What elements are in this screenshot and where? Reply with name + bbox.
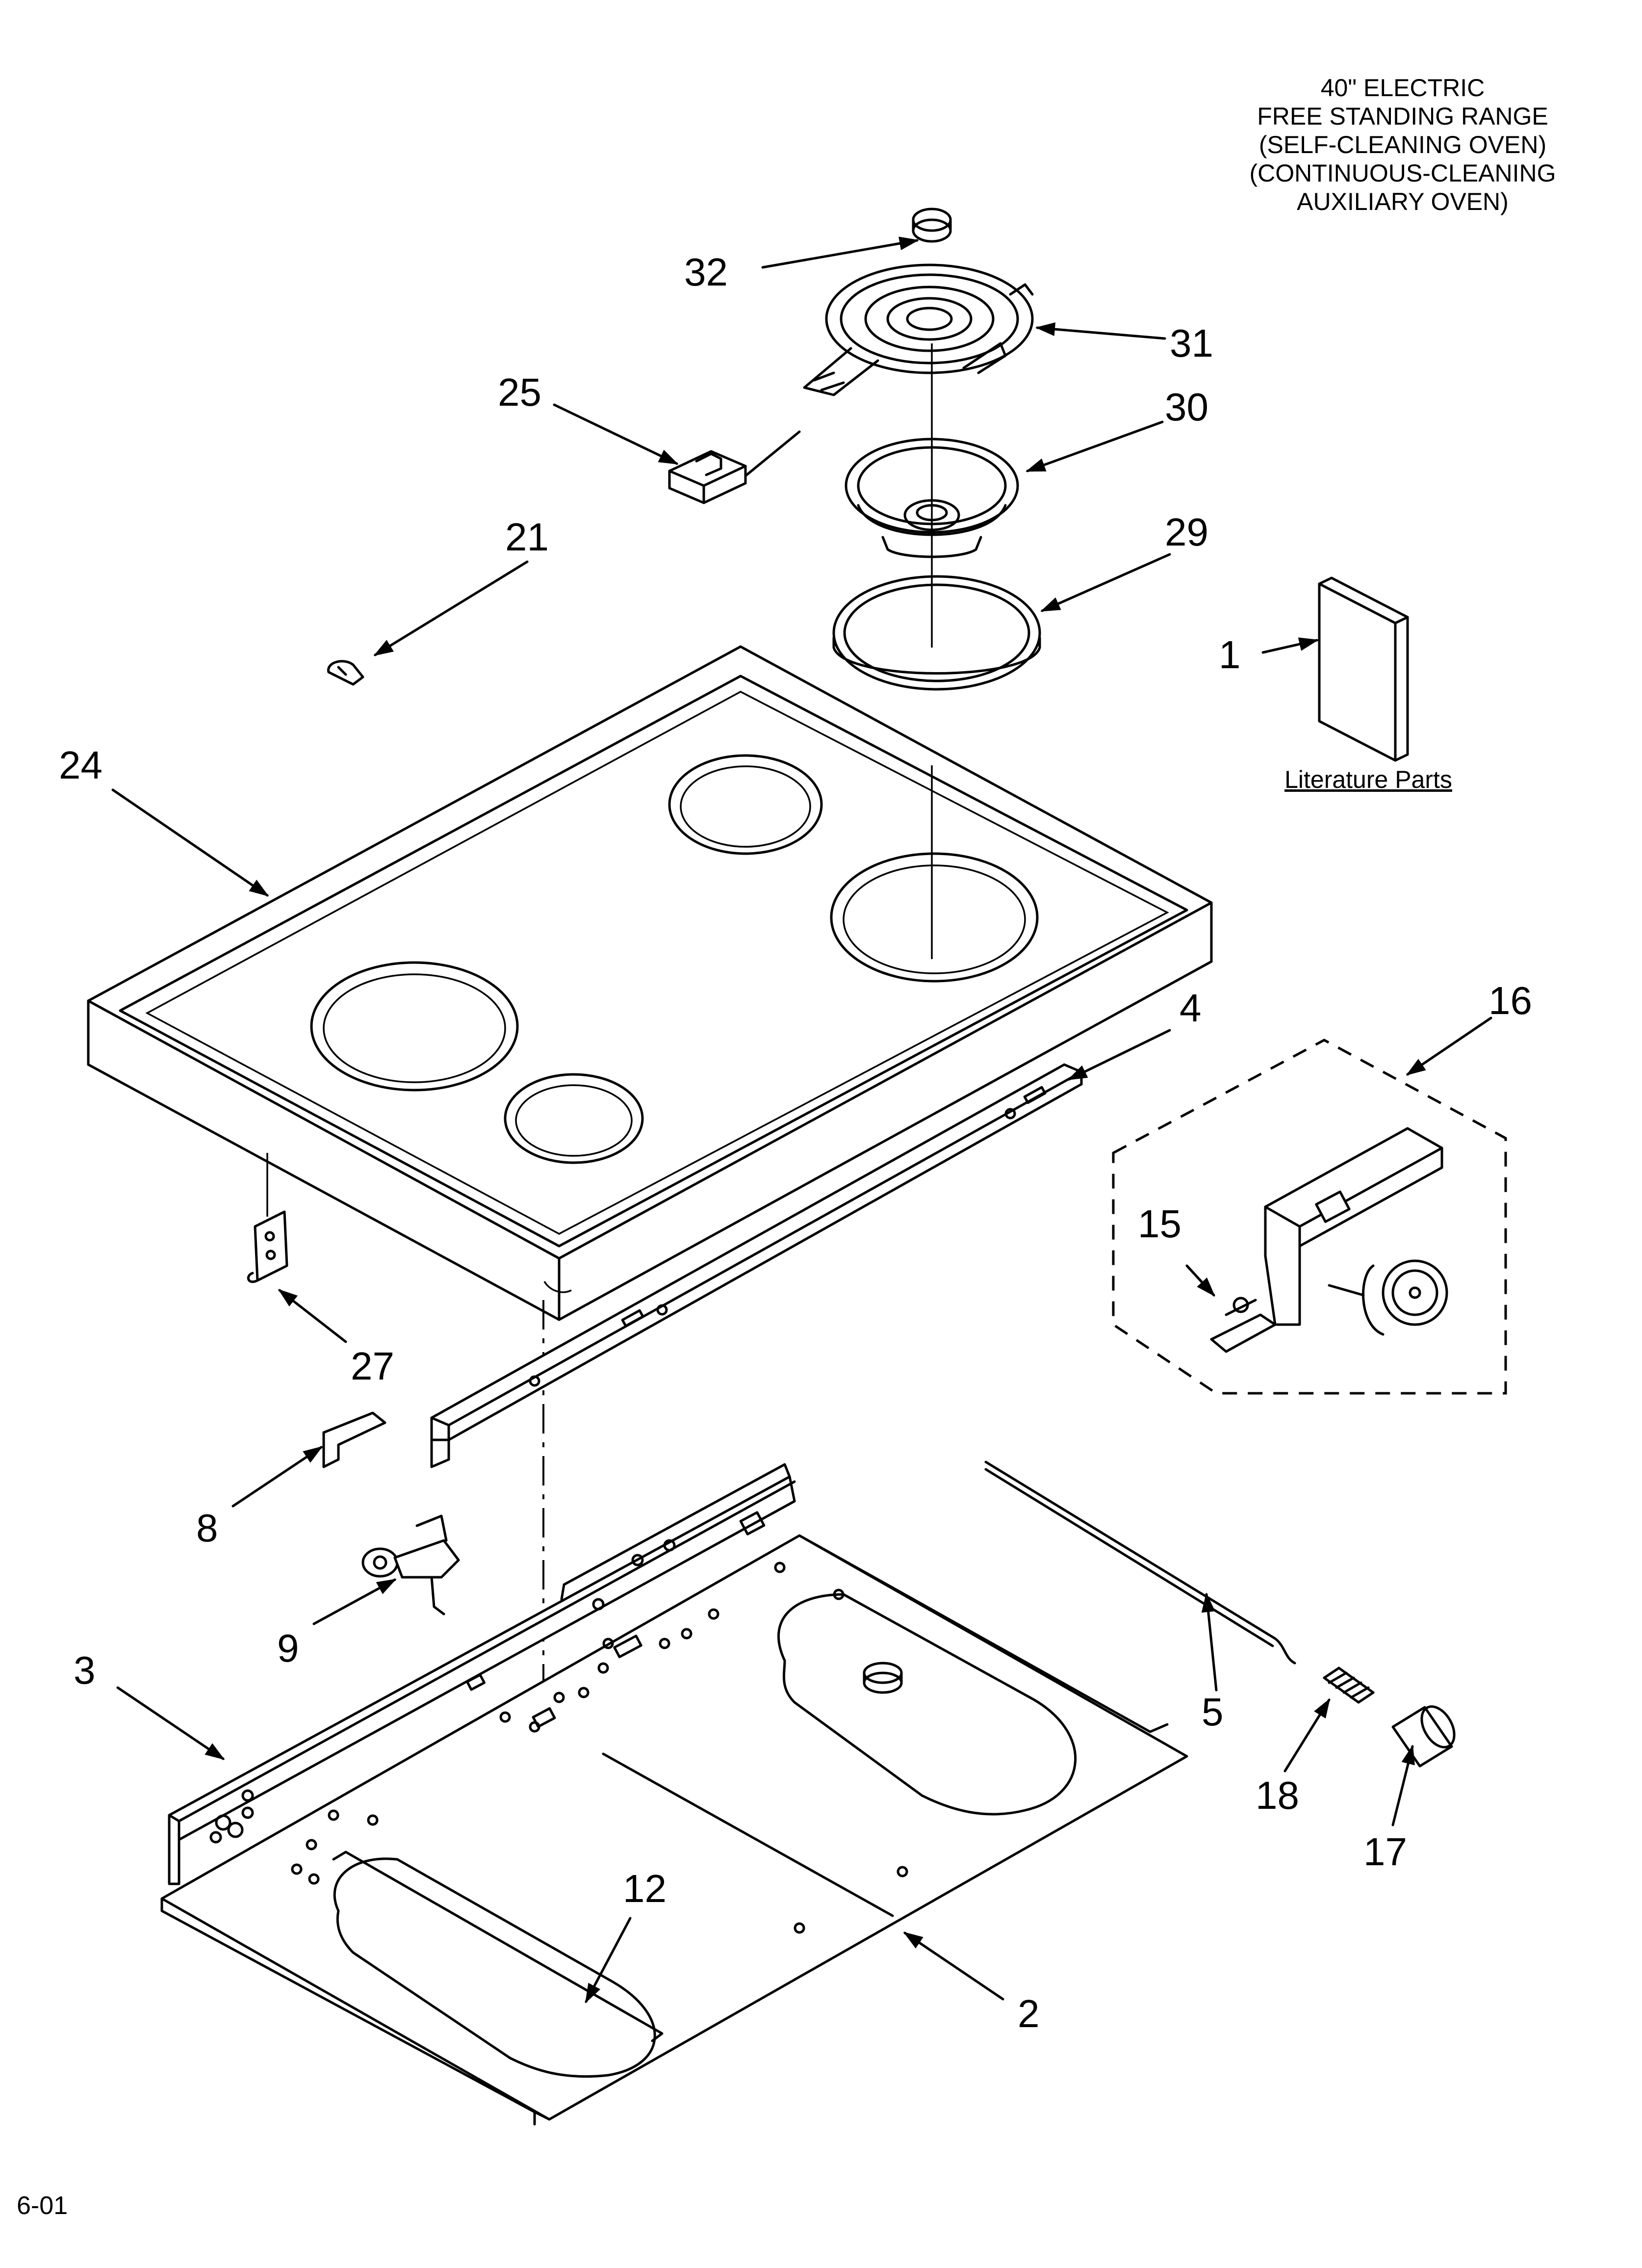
title-line-3: (SELF-CLEANING OVEN) <box>1258 131 1547 158</box>
surface-element-knob <box>912 208 952 243</box>
switch-9 <box>361 1514 460 1616</box>
callout-32: 32 <box>684 250 728 294</box>
callout-8: 8 <box>196 1506 218 1550</box>
terminal-block <box>668 430 801 504</box>
callout-18: 18 <box>1256 1773 1299 1817</box>
title-line-5: AUXILIARY OVEN) <box>1297 188 1509 215</box>
callout-29: 29 <box>1165 510 1208 554</box>
clock-assembly <box>1112 1039 1507 1395</box>
callout-21: 21 <box>505 515 549 559</box>
callout-24: 24 <box>59 743 103 787</box>
title-line-1: 40" ELECTRIC <box>1320 74 1485 102</box>
callout-9: 9 <box>277 1626 299 1670</box>
clip-21 <box>327 660 364 686</box>
sleeve-17 <box>1391 1705 1456 1768</box>
diagram-title: 40" ELECTRIC FREE STANDING RANGE (SELF-C… <box>1216 74 1589 216</box>
trim-ring <box>832 575 1041 691</box>
bracket-8 <box>322 1411 386 1468</box>
bracket-27 <box>247 1153 288 1283</box>
callout-1: 1 <box>1219 633 1241 677</box>
callout-12: 12 <box>623 1867 667 1910</box>
front-manifold-panel <box>168 1463 796 1885</box>
callout-16: 16 <box>1488 979 1532 1022</box>
callout-4: 4 <box>1180 986 1202 1030</box>
cooktop-panel <box>87 645 1213 1321</box>
rod-5 <box>984 1460 1296 1665</box>
surface-element <box>803 263 1034 396</box>
support-rail <box>430 1063 1083 1468</box>
literature-parts-caption: Literature Parts <box>1284 766 1452 793</box>
callout-30: 30 <box>1165 385 1208 429</box>
leader-lines <box>111 236 1492 2004</box>
callout-5: 5 <box>1202 1690 1224 1734</box>
callout-15: 15 <box>1138 1202 1181 1246</box>
spring-18 <box>1323 1667 1375 1704</box>
revision-date: 6-01 <box>17 2191 68 2220</box>
callout-27: 27 <box>351 1344 394 1388</box>
callout-25: 25 <box>498 370 541 414</box>
callout-3: 3 <box>74 1648 96 1692</box>
title-line-4: (CONTINUOUS-CLEANING <box>1249 159 1556 187</box>
base-panel <box>160 1534 1188 2126</box>
callout-17: 17 <box>1363 1830 1407 1874</box>
literature-booklet <box>1318 576 1409 762</box>
callout-31: 31 <box>1170 321 1213 365</box>
title-line-2: FREE STANDING RANGE <box>1257 103 1548 130</box>
callout-2: 2 <box>1018 1992 1040 2035</box>
